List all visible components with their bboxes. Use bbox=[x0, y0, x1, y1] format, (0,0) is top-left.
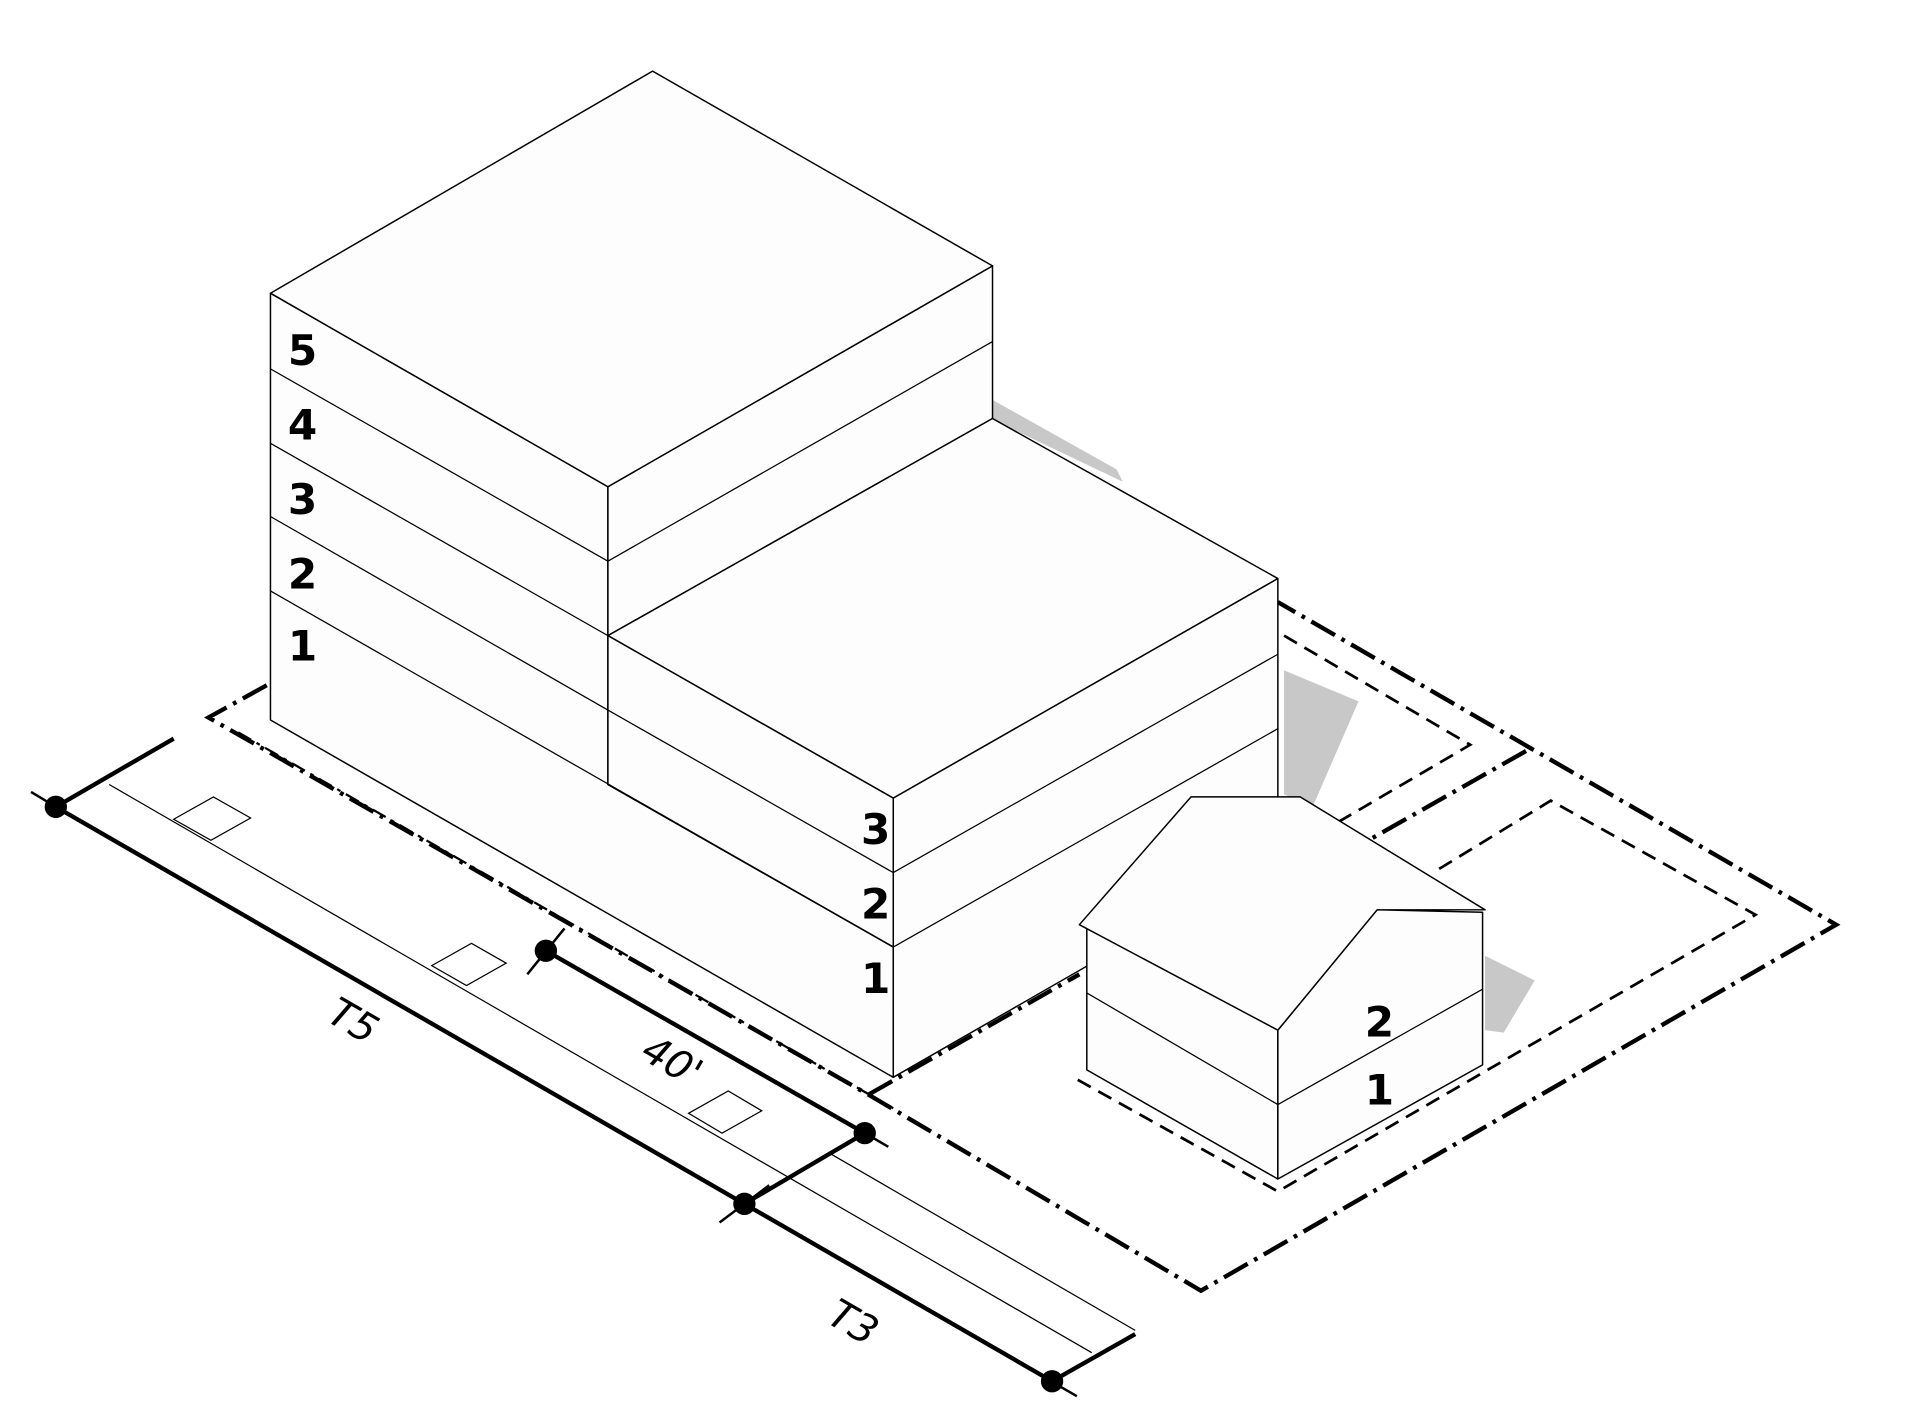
t3-house: 2 1 bbox=[1078, 796, 1486, 1180]
floor-label: 3 bbox=[288, 475, 317, 524]
floor-label: 1 bbox=[288, 621, 317, 670]
parking-space bbox=[172, 796, 252, 842]
shadows bbox=[992, 399, 1535, 1033]
floor-label: 1 bbox=[861, 954, 890, 1003]
lot-lines bbox=[203, 600, 1841, 1294]
floor-label: 2 bbox=[288, 549, 317, 598]
dimension-markers bbox=[30, 790, 1078, 1398]
floor-label: 2 bbox=[1365, 997, 1394, 1046]
floor-label: 3 bbox=[861, 805, 890, 854]
floor-label: 5 bbox=[288, 326, 317, 375]
zone-label-t3: T3 bbox=[820, 1291, 886, 1356]
zone-label-t5: T5 bbox=[320, 989, 386, 1054]
t5-building: 5 4 3 2 1 3 2 1 bbox=[269, 70, 1279, 1079]
floor-label: 4 bbox=[288, 401, 317, 450]
parking-space bbox=[430, 942, 508, 987]
setback-lines bbox=[1072, 634, 1759, 1194]
floor-label: 1 bbox=[1365, 1066, 1394, 1115]
parking-space bbox=[687, 1090, 763, 1134]
floor-label: 2 bbox=[861, 879, 890, 928]
